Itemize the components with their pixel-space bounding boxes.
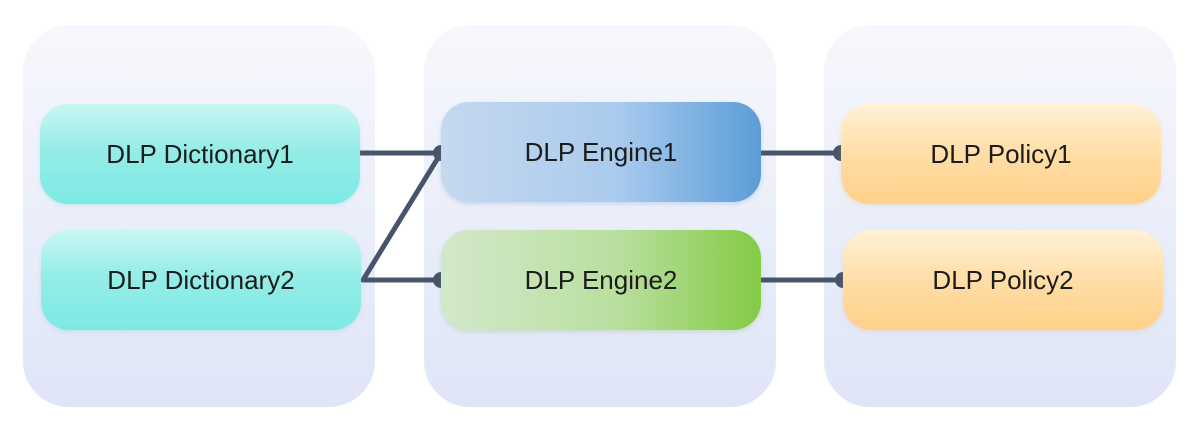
dlp-policy1-node[interactable]: DLP Policy1 [841, 104, 1161, 204]
dlp-dictionary1-label: DLP Dictionary1 [106, 138, 294, 169]
dlp-policy1-label: DLP Policy1 [930, 138, 1072, 169]
dictionary-column [23, 25, 375, 407]
policy-column [824, 25, 1176, 407]
dlp-dictionary2-node[interactable]: DLP Dictionary2 [41, 230, 361, 330]
dlp-engine1-label: DLP Engine1 [524, 136, 678, 167]
dlp-policy2-node[interactable]: DLP Policy2 [843, 230, 1163, 330]
dlp-engine1-node[interactable]: DLP Engine1 [441, 102, 761, 202]
dlp-engine2-node[interactable]: DLP Engine2 [441, 230, 761, 330]
edge-dictionary2-engine1 [360, 150, 444, 283]
engine-column [424, 25, 776, 407]
dlp-dictionary1-node[interactable]: DLP Dictionary1 [40, 104, 360, 204]
dlp-policy2-label: DLP Policy2 [932, 264, 1074, 295]
dlp-engine2-label: DLP Engine2 [524, 264, 678, 295]
dlp-dictionary2-label: DLP Dictionary2 [107, 264, 295, 295]
